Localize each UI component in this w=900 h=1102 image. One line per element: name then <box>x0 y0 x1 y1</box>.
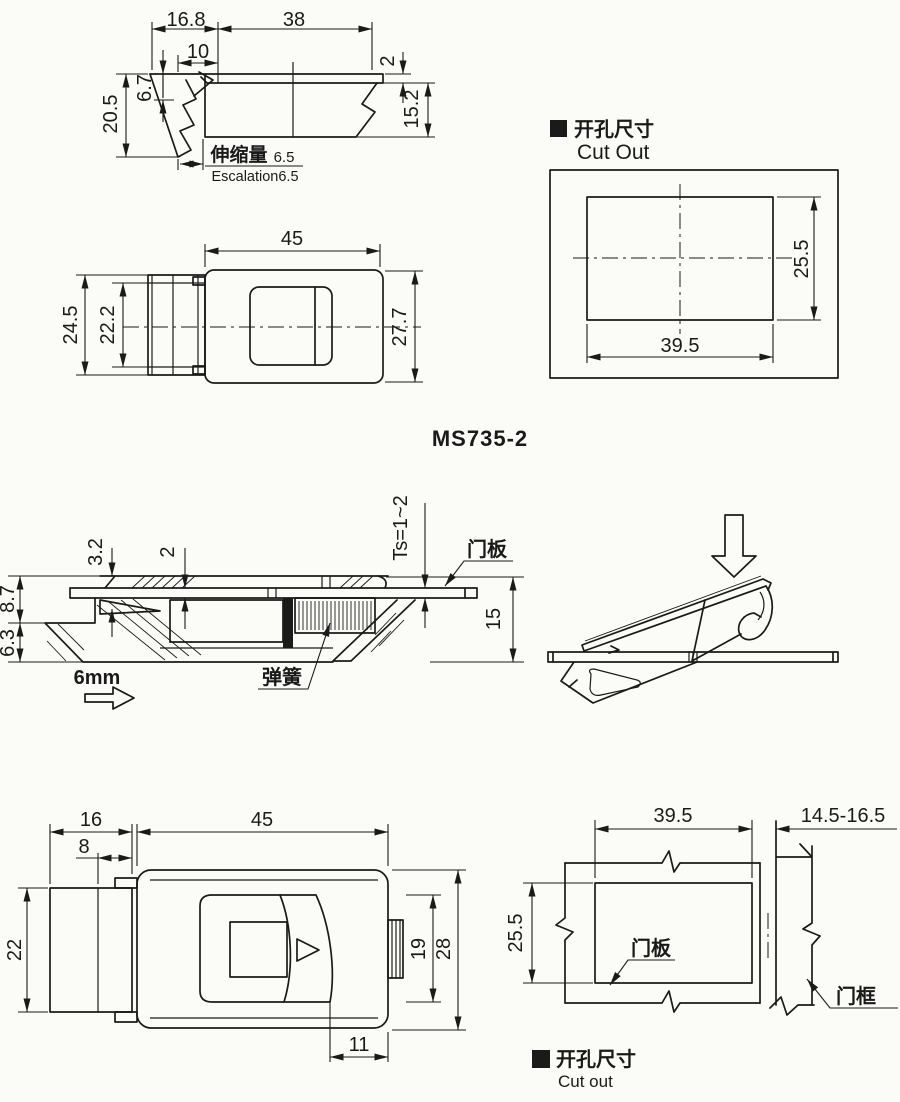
dim-label: 19 <box>408 938 430 960</box>
dim-label: 15.2 <box>401 90 423 129</box>
cutout-header-en: Cut Out <box>577 141 650 164</box>
bottom-view: 16 45 8 22 19 28 11 <box>4 809 466 1062</box>
model-title: MS735-2 <box>432 426 528 451</box>
dim-label: 45 <box>281 228 303 250</box>
bullet-icon <box>550 120 567 137</box>
travel-arrow-icon <box>84 686 135 710</box>
door-panel-label: 门板 <box>631 936 672 960</box>
dim-label: 22 <box>4 939 26 961</box>
dim-label: Ts=1~2 <box>390 495 412 561</box>
profile-view: 16.8 38 10 20.5 6.7 2 15.2 伸缩量 6.5 Escal… <box>100 9 435 185</box>
dim-label: 25.5 <box>791 240 813 279</box>
dim-label: 3.2 <box>85 538 107 566</box>
dim-label: 10 <box>187 41 209 63</box>
escalation-label-cn: 伸缩量 <box>209 143 267 166</box>
dim-label: 22.2 <box>97 306 119 345</box>
door-panel-label: 门板 <box>467 537 508 561</box>
cutout-header-en: Cut out <box>558 1072 613 1091</box>
dim-label: 11 <box>349 1034 370 1056</box>
escalation-label-en: Escalation6.5 <box>211 169 298 185</box>
dim-label: 20.5 <box>100 95 122 134</box>
dim-label: 6.3 <box>0 629 19 657</box>
cutout-header-cn: 开孔尺寸 <box>574 118 654 141</box>
dim-label: 38 <box>283 9 305 31</box>
dim-label: 6.7 <box>134 74 156 102</box>
cutout-top-view: 开孔尺寸 Cut Out 25.5 39.5 <box>549 118 839 379</box>
dim-label: 39.5 <box>661 335 700 357</box>
cutout-bottom-view: 39.5 14.5-16.5 25.5 门板 门框 开孔尺寸 Cut out <box>505 805 898 1091</box>
escalation-value: 6.5 <box>274 149 295 166</box>
dim-label: 45 <box>251 809 273 831</box>
dim-label: 39.5 <box>654 805 693 827</box>
dim-label: 25.5 <box>505 914 527 953</box>
spring-label: 弹簧 <box>262 665 302 689</box>
dim-label: 28 <box>433 938 455 960</box>
press-arrow-icon <box>711 514 757 578</box>
dim-label: 8 <box>78 836 89 858</box>
dim-label: 8.7 <box>0 585 19 613</box>
cutout-header-cn: 开孔尺寸 <box>556 1048 636 1071</box>
front-view: 45 24.5 22.2 27.7 <box>60 228 423 384</box>
dim-label: 16.8 <box>167 9 206 31</box>
dim-label: 2 <box>157 546 179 557</box>
dim-label: 2 <box>377 55 399 66</box>
section-view: 8.7 6.3 15 3.2 2 Ts=1~2 门板 弹簧 6mm <box>0 495 524 710</box>
door-frame-label: 门框 <box>836 984 876 1008</box>
dim-label: 24.5 <box>60 306 82 345</box>
dim-label: 27.7 <box>389 308 411 347</box>
dim-label: 16 <box>80 809 102 831</box>
bullet-icon <box>532 1050 550 1068</box>
dim-label: 15 <box>483 608 505 630</box>
travel-label: 6mm <box>74 667 121 689</box>
insertion-view <box>547 514 839 704</box>
dim-label: 14.5-16.5 <box>801 805 886 827</box>
